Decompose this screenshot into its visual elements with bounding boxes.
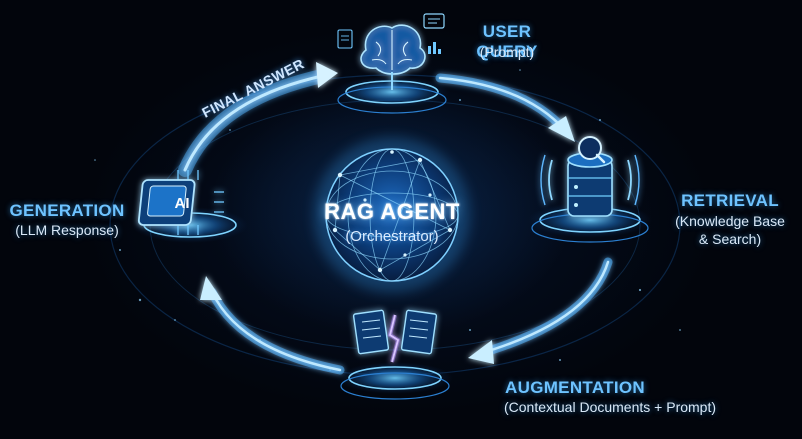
generation-subtitle: (LLM Response) xyxy=(15,222,119,238)
rag-agent-subtitle: (Orchestrator) xyxy=(345,228,439,245)
retrieval-subtitle-line1: (Knowledge Base xyxy=(675,213,785,229)
arrow-query-to-retrieval xyxy=(435,73,575,142)
brain-icon xyxy=(360,24,426,90)
document-small-icon xyxy=(337,29,353,49)
chat-bubble-icon xyxy=(423,13,445,29)
arrow-augmentation-to-generation xyxy=(200,276,345,375)
arrow-generation-to-query xyxy=(178,62,338,177)
bar-chart-small-icon xyxy=(428,42,441,54)
database-search-icon xyxy=(540,136,640,217)
augmentation-pad xyxy=(337,362,453,400)
augmentation-title: AUGMENTATION xyxy=(505,378,645,397)
rag-agent-sphere-icon xyxy=(314,137,470,293)
retrieval-title: RETRIEVAL xyxy=(681,191,779,210)
ai-chip-icon xyxy=(137,170,224,235)
generation-title: GENERATION xyxy=(9,201,125,220)
documents-icon xyxy=(352,309,438,363)
ai-chip-label: AI xyxy=(175,195,190,212)
user-query-subtitle: (Prompt) xyxy=(479,44,535,60)
user-query-title: USER QUERY xyxy=(476,22,538,61)
rag-agent-title: RAG AGENT xyxy=(324,199,460,224)
arrow-retrieval-to-augmentation xyxy=(468,257,613,364)
retrieval-subtitle-line2: & Search) xyxy=(698,231,762,247)
augmentation-subtitle: (Contextual Documents + Prompt) xyxy=(503,399,717,415)
